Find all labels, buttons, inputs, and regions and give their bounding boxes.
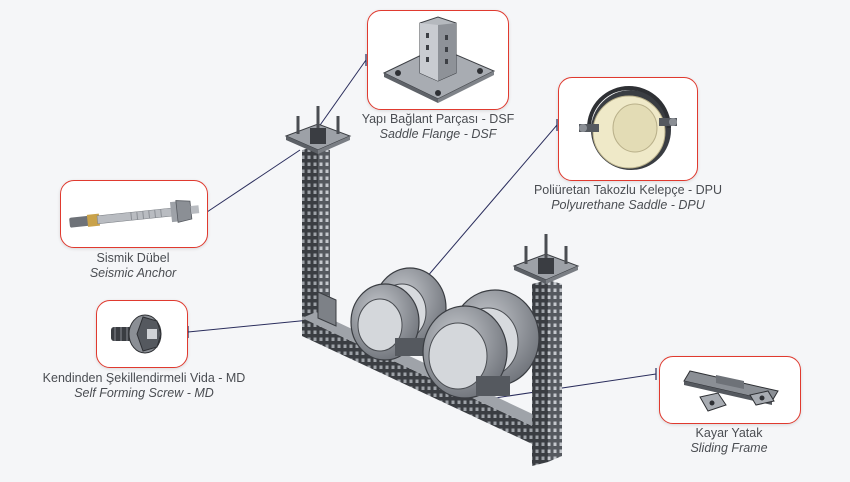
right-vertical-strut: [532, 280, 562, 466]
polyurethane-saddle-name-tr: Poliüretan Takozlu Kelepçe - DPU: [533, 183, 723, 197]
self-forming-screw-name-en: Self Forming Screw - MD: [74, 386, 214, 400]
leader-anchor: [206, 149, 301, 213]
pipe-clamp-large: [422, 289, 540, 399]
corner-bracket: [317, 291, 337, 327]
leader-frame: [494, 373, 657, 399]
left-vertical-strut: [302, 146, 330, 334]
top-left-base-plate: [284, 106, 352, 154]
saddle-flange-name-en: Saddle Flange - DSF: [379, 127, 497, 141]
seismic-anchor-name-tr: Sismik Dübel: [96, 251, 170, 265]
leader-dsf: [317, 59, 367, 129]
seismic-anchor-callout: [60, 180, 208, 248]
seismic-anchor-label: Sismik Dübel Seismic Anchor: [60, 251, 206, 281]
sliding-frame-name-tr: Kayar Yatak: [695, 426, 763, 440]
self-forming-screw-name-tr: Kendinden Şekillendirmeli Vida - MD: [42, 371, 246, 385]
saddle-flange-callout: [367, 10, 509, 110]
leader-dpu: [419, 124, 558, 286]
self-forming-screw-callout: [96, 300, 188, 368]
polyurethane-saddle-name-en: Polyurethane Saddle - DPU: [551, 198, 705, 212]
self-forming-screw-label: Kendinden Şekillendirmeli Vida - MD Self…: [14, 371, 274, 401]
polyurethane-saddle-callout: [558, 77, 698, 181]
saddle-flange-name-tr: Yapı Bağlant Parçası - DSF: [361, 112, 515, 126]
sliding-frame-name-en: Sliding Frame: [690, 441, 768, 455]
sliding-frame-icon: [683, 370, 779, 412]
leader-lines: [187, 59, 657, 399]
sliding-frame-callout: [659, 356, 801, 424]
polyurethane-saddle-label: Poliüretan Takozlu Kelepçe - DPU Polyure…: [518, 183, 738, 213]
saddle-flange-label: Yapı Bağlant Parçası - DSF Saddle Flange…: [340, 112, 536, 142]
leader-md: [187, 319, 311, 333]
top-right-base-plate: [512, 234, 580, 284]
seismic-anchor-name-en: Seismic Anchor: [89, 266, 177, 280]
seismic-anchor-icon: [69, 200, 200, 228]
sliding-frame-label: Kayar Yatak Sliding Frame: [659, 426, 799, 456]
pipe-clamp-small: [350, 267, 447, 361]
saddle-flange-icon: [382, 16, 496, 103]
self-forming-screw-icon: [111, 314, 162, 354]
polyurethane-saddle-icon: [579, 86, 677, 170]
